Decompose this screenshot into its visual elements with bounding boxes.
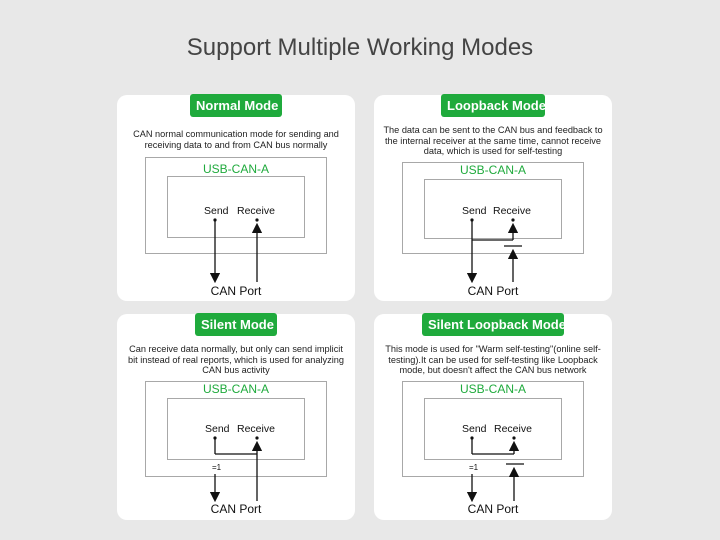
send-label: Send <box>205 423 230 435</box>
mode-description: The data can be sent to the CAN bus and … <box>383 125 603 156</box>
page-title: Support Multiple Working Modes <box>186 34 534 61</box>
mode-badge: Silent Loopback Mode <box>422 313 566 336</box>
send-label: Send <box>204 205 229 217</box>
device-inner-box <box>424 398 562 460</box>
receive-pin-dot <box>255 436 259 440</box>
forced-bit-label: =1 <box>469 463 479 472</box>
device-label: USB-CAN-A <box>202 162 269 176</box>
signal-wires <box>209 218 263 284</box>
receive-label: Receive <box>494 423 532 435</box>
device-outer-box: USB-CAN-A <box>145 381 327 477</box>
device-outer-box: USB-CAN-A <box>402 162 584 254</box>
device-outer-box: USB-CAN-A <box>145 157 327 254</box>
receive-label: Receive <box>237 423 275 435</box>
signal-wires <box>466 436 524 503</box>
mode-description: CAN normal communication mode for sendin… <box>133 129 339 150</box>
silent-loopback-mode-card: Silent Loopback Mode This mode is used f… <box>374 313 612 520</box>
signal-wires <box>466 218 522 284</box>
mode-badge: Loopback Mode <box>441 94 546 117</box>
receive-label: Receive <box>237 205 275 217</box>
device-label: USB-CAN-A <box>459 382 526 396</box>
device-label: USB-CAN-A <box>202 382 269 396</box>
can-port-label: CAN Port <box>467 502 519 516</box>
mode-badge: Normal Mode <box>190 94 282 117</box>
can-port-label: CAN Port <box>467 284 519 298</box>
loopback-mode-card: Loopback Mode The data can be sent to th… <box>374 94 612 301</box>
mode-badge: Silent Mode <box>195 313 277 336</box>
can-port-label: CAN Port <box>210 284 262 298</box>
device-inner-box <box>167 398 305 460</box>
receive-pin-dot <box>511 218 515 222</box>
device-outer-box: USB-CAN-A <box>402 381 584 477</box>
receive-pin-dot <box>512 436 516 440</box>
mode-description: This mode is used for "Warm self-testing… <box>385 344 601 375</box>
send-label: Send <box>462 205 487 217</box>
send-label: Send <box>462 423 487 435</box>
receive-pin-dot <box>255 218 259 222</box>
signal-wires <box>209 436 263 503</box>
device-label: USB-CAN-A <box>459 163 526 177</box>
normal-mode-card: Normal Mode CAN normal communication mod… <box>117 94 355 301</box>
can-port-label: CAN Port <box>210 502 262 516</box>
receive-label: Receive <box>493 205 531 217</box>
mode-description: Can receive data normally, but only can … <box>127 344 345 375</box>
device-inner-box <box>167 176 305 238</box>
silent-mode-card: Silent Mode Can receive data normally, b… <box>117 313 355 520</box>
device-inner-box <box>424 179 562 239</box>
forced-bit-label: =1 <box>212 463 222 472</box>
